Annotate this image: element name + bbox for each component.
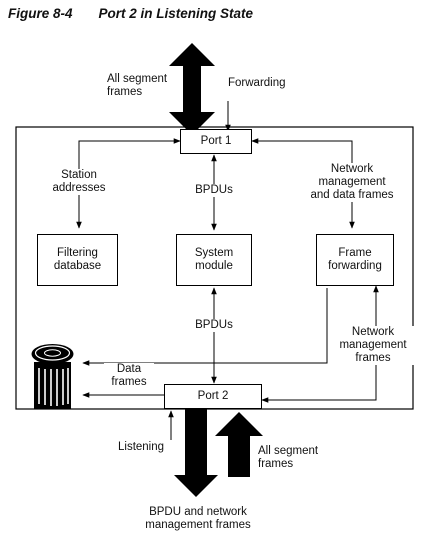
bpdu-down-arrow [174,409,218,497]
station-addresses-label: Station addresses [40,169,118,195]
port1-to-filtering-line [76,138,181,229]
all-segment-frames-bottom-label: All segment frames [258,445,319,470]
bpdu-network-mgmt-frames-label: BPDU and network management frames [145,506,251,531]
filtering-database-box: Filtering database [37,234,118,286]
network-mgmt-frames-label: Network management frames [331,326,415,365]
bpdus-bottom-label: BPDUs [188,319,240,332]
system-module-box: System module [176,234,252,286]
system-module-label: System module [194,247,234,272]
figure-number: Figure 8-4 [8,6,73,21]
network-mgmt-data-frames-label: Network management and data frames [300,163,404,202]
port2-label: Port 2 [197,390,229,402]
forwarding-label: Forwarding [228,77,286,89]
trash-can-icon [31,344,74,409]
frame-forwarding-box: Frame forwarding [316,234,394,286]
listening-label: Listening [118,441,165,453]
port2-to-frame-forwarding-line [261,285,379,403]
filtering-database-label: Filtering database [53,247,102,272]
segment-double-arrow [169,43,215,135]
frame-forwarding-label: Frame forwarding [328,247,382,272]
port1-box: Port 1 [180,129,252,154]
data-frames-label: Data frames [104,363,154,389]
figure-title: Figure 8-4 Port 2 in Listening State [8,6,279,21]
bpdus-top-label: BPDUs [188,184,240,197]
segment-up-arrow [215,412,263,477]
figure-caption: Port 2 in Listening State [98,6,254,21]
all-segment-frames-top-label: All segment frames [107,73,168,98]
port2-box: Port 2 [164,384,262,409]
port1-label: Port 1 [200,135,232,147]
switch-outline [15,126,414,410]
